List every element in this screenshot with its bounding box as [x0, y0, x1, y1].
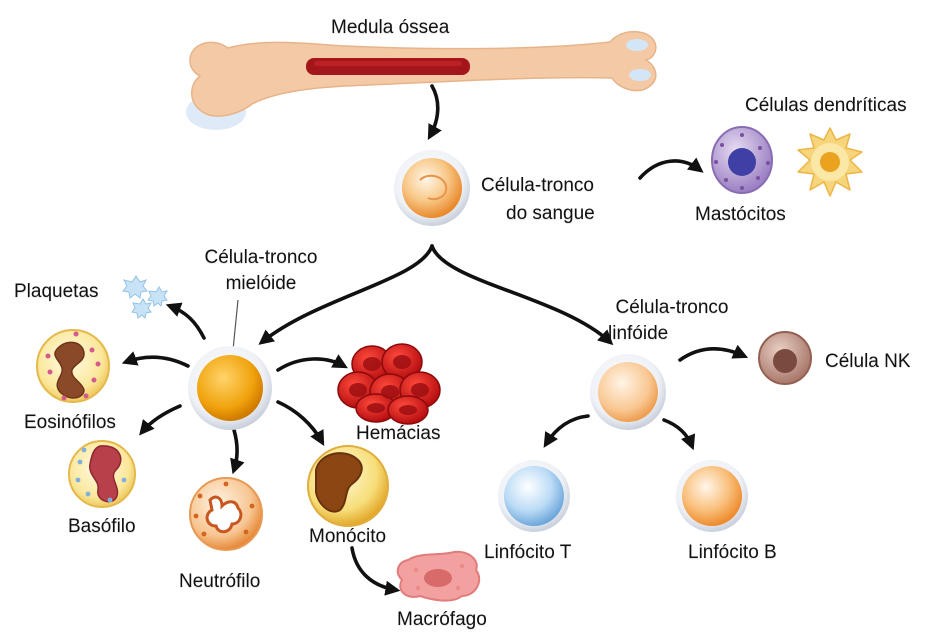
label-blood-stem-cell-line2: do sangue: [506, 202, 595, 226]
label-basophil: Basófilo: [68, 515, 136, 539]
arrow-to-b-cell: [664, 420, 692, 446]
lymphoid-stem-cell: [590, 354, 666, 430]
dendritic-cell: [798, 128, 862, 196]
label-neutrophil: Neutrófilo: [179, 570, 260, 594]
arrow-to-nk: [680, 349, 744, 360]
label-platelets: Plaquetas: [14, 280, 99, 304]
label-t-lymphocyte: Linfócito T: [484, 541, 571, 565]
label-mast-cells: Mastócitos: [695, 203, 786, 227]
blood-stem-cell: [394, 150, 470, 226]
arrow-to-platelets: [170, 306, 204, 338]
label-myeloid-line2: mielóide: [196, 272, 326, 296]
bone-illustration: [186, 32, 656, 130]
nk-cell: [759, 332, 811, 384]
monocyte-cell: [308, 446, 388, 526]
neutrophil-cell: [190, 478, 262, 550]
mast-cell: [712, 127, 772, 193]
arrow-bone-to-stem: [430, 86, 438, 136]
label-blood-stem-cell-line1: Célula-tronco: [481, 174, 594, 198]
arrow-to-mast: [640, 161, 700, 178]
label-bone-marrow: Medula óssea: [331, 16, 449, 40]
arrow-stem-split-right: [432, 246, 610, 342]
platelets-illustration: [123, 276, 167, 318]
arrow-to-eosinophils: [126, 357, 188, 366]
label-monocyte: Monócito: [309, 525, 386, 549]
label-nk-cell: Célula NK: [825, 350, 911, 374]
label-lymphoid-line1: Célula-tronco: [604, 296, 740, 320]
myeloid-stem-cell: [188, 300, 272, 430]
b-lymphocyte-cell: [676, 460, 748, 532]
basophil-cell: [69, 441, 135, 507]
arrow-to-neutrophil: [234, 430, 237, 470]
label-macrophage: Macrófago: [397, 608, 487, 632]
label-myeloid-line1: Célula-tronco: [196, 246, 326, 270]
arrow-to-t-cell: [546, 416, 588, 444]
arrow-to-redcells: [278, 359, 344, 370]
label-red-blood-cells: Hemácias: [356, 422, 440, 446]
label-b-lymphocyte: Linfócito B: [688, 541, 777, 565]
eosinophil-cell: [37, 330, 109, 402]
arrow-to-monocyte: [278, 402, 322, 442]
t-lymphocyte-cell: [498, 460, 570, 532]
macrophage-cell: [398, 552, 479, 601]
arrow-to-basophil: [142, 406, 180, 432]
label-eosinophils: Eosinófilos: [24, 411, 116, 435]
label-dendritic-cells: Células dendríticas: [745, 94, 907, 118]
label-lymphoid-line2: linfóide: [608, 322, 668, 346]
arrow-to-macrophage: [352, 548, 396, 590]
red-blood-cells: [338, 344, 440, 424]
